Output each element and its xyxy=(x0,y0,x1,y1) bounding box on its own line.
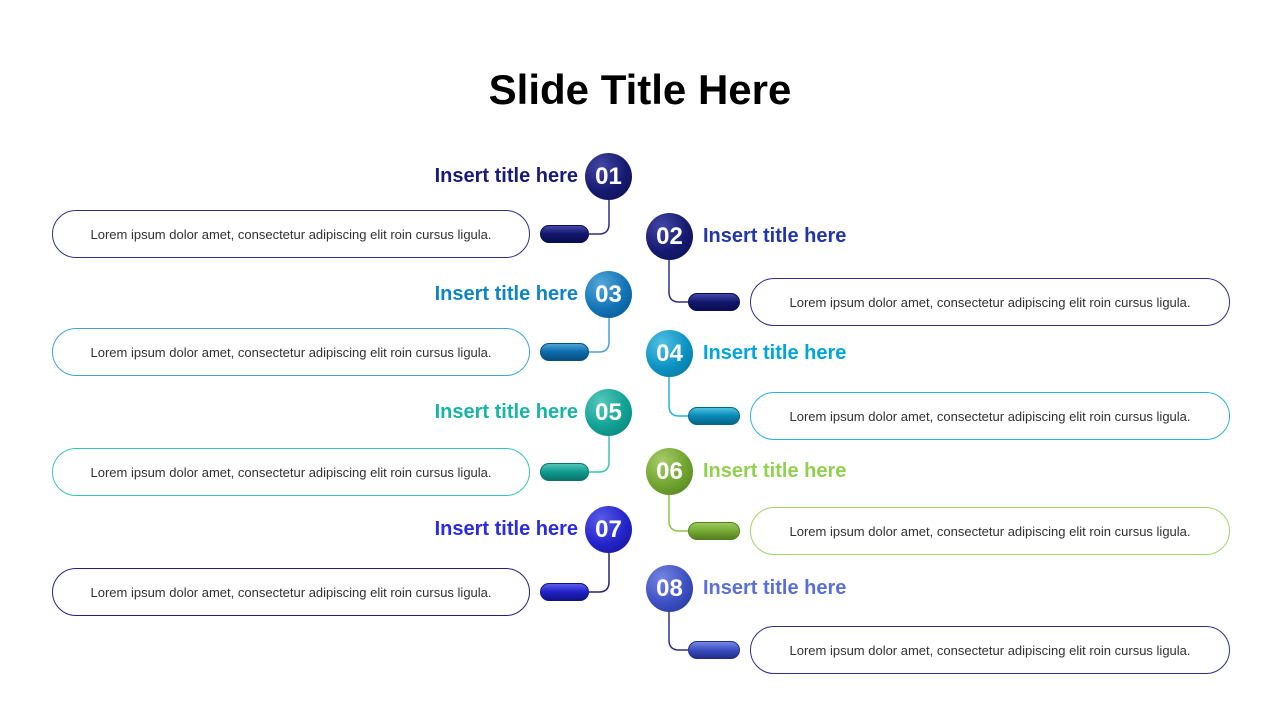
connector-pill xyxy=(688,293,740,311)
item-number: 07 xyxy=(595,515,622,543)
item-number: 08 xyxy=(656,574,683,602)
connector-pill xyxy=(540,583,589,601)
connector-pill xyxy=(540,463,589,481)
item-description-box[interactable]: Lorem ipsum dolor amet, consectetur adip… xyxy=(52,210,530,258)
item-description: Lorem ipsum dolor amet, consectetur adip… xyxy=(90,584,492,600)
item-number: 05 xyxy=(595,398,622,426)
connector-line xyxy=(668,260,688,303)
item-title[interactable]: Insert title here xyxy=(703,460,847,482)
item-title[interactable]: Insert title here xyxy=(434,518,578,540)
item-description: Lorem ipsum dolor amet, consectetur adip… xyxy=(789,642,1191,658)
item-description: Lorem ipsum dolor amet, consectetur adip… xyxy=(90,226,492,242)
item-number: 04 xyxy=(656,339,683,367)
item-number-badge: 07 xyxy=(585,506,632,553)
item-title[interactable]: Insert title here xyxy=(703,225,847,247)
item-number-badge: 02 xyxy=(646,213,693,260)
item-number-badge: 05 xyxy=(585,389,632,436)
item-title[interactable]: Insert title here xyxy=(434,283,578,305)
item-description-box[interactable]: Lorem ipsum dolor amet, consectetur adip… xyxy=(52,568,530,616)
connector-pill xyxy=(688,407,740,425)
item-description: Lorem ipsum dolor amet, consectetur adip… xyxy=(789,523,1191,539)
item-title[interactable]: Insert title here xyxy=(434,401,578,423)
item-description: Lorem ipsum dolor amet, consectetur adip… xyxy=(789,408,1191,424)
connector-line xyxy=(589,553,610,593)
connector-line xyxy=(589,200,610,235)
item-title[interactable]: Insert title here xyxy=(434,165,578,187)
item-number: 01 xyxy=(595,162,622,190)
connector-line xyxy=(668,612,688,651)
connector-line xyxy=(668,377,688,417)
item-description: Lorem ipsum dolor amet, consectetur adip… xyxy=(90,344,492,360)
item-number: 06 xyxy=(656,457,683,485)
item-number-badge: 03 xyxy=(585,271,632,318)
item-number-badge: 04 xyxy=(646,330,693,377)
connector-pill xyxy=(540,343,589,361)
item-number: 02 xyxy=(656,222,683,250)
item-title[interactable]: Insert title here xyxy=(703,577,847,599)
item-description-box[interactable]: Lorem ipsum dolor amet, consectetur adip… xyxy=(750,278,1230,326)
item-description: Lorem ipsum dolor amet, consectetur adip… xyxy=(789,294,1191,310)
connector-pill xyxy=(688,641,740,659)
item-description-box[interactable]: Lorem ipsum dolor amet, consectetur adip… xyxy=(52,328,530,376)
connector-pill xyxy=(540,225,589,243)
connector-line xyxy=(589,436,610,473)
item-description: Lorem ipsum dolor amet, consectetur adip… xyxy=(90,464,492,480)
connector-pill xyxy=(688,522,740,540)
item-description-box[interactable]: Lorem ipsum dolor amet, consectetur adip… xyxy=(52,448,530,496)
item-number-badge: 01 xyxy=(585,153,632,200)
slide-title[interactable]: Slide Title Here xyxy=(488,66,792,114)
connector-line xyxy=(668,495,688,532)
item-number-badge: 06 xyxy=(646,448,693,495)
item-description-box[interactable]: Lorem ipsum dolor amet, consectetur adip… xyxy=(750,392,1230,440)
item-title[interactable]: Insert title here xyxy=(703,342,847,364)
item-description-box[interactable]: Lorem ipsum dolor amet, consectetur adip… xyxy=(750,507,1230,555)
connector-line xyxy=(589,318,610,353)
item-number: 03 xyxy=(595,280,622,308)
item-number-badge: 08 xyxy=(646,565,693,612)
item-description-box[interactable]: Lorem ipsum dolor amet, consectetur adip… xyxy=(750,626,1230,674)
